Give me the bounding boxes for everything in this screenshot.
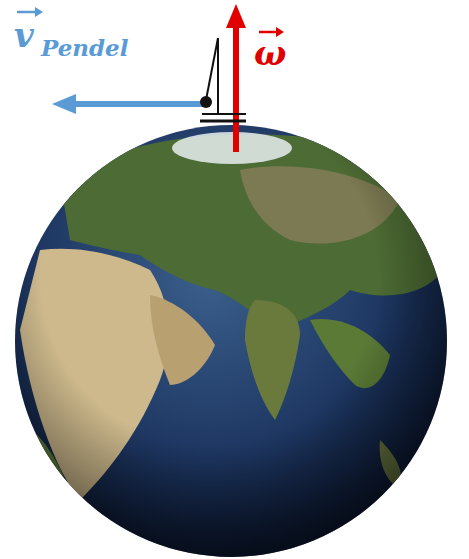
pendulum-bob	[200, 96, 212, 108]
omega-arrow	[226, 4, 284, 152]
globe	[15, 125, 450, 557]
velocity-arrow	[17, 7, 204, 114]
pendulum	[200, 38, 246, 121]
vector-symbol: ω	[254, 36, 286, 70]
vector-symbol: v	[14, 18, 34, 52]
subscript-label: Pendel	[41, 36, 129, 59]
